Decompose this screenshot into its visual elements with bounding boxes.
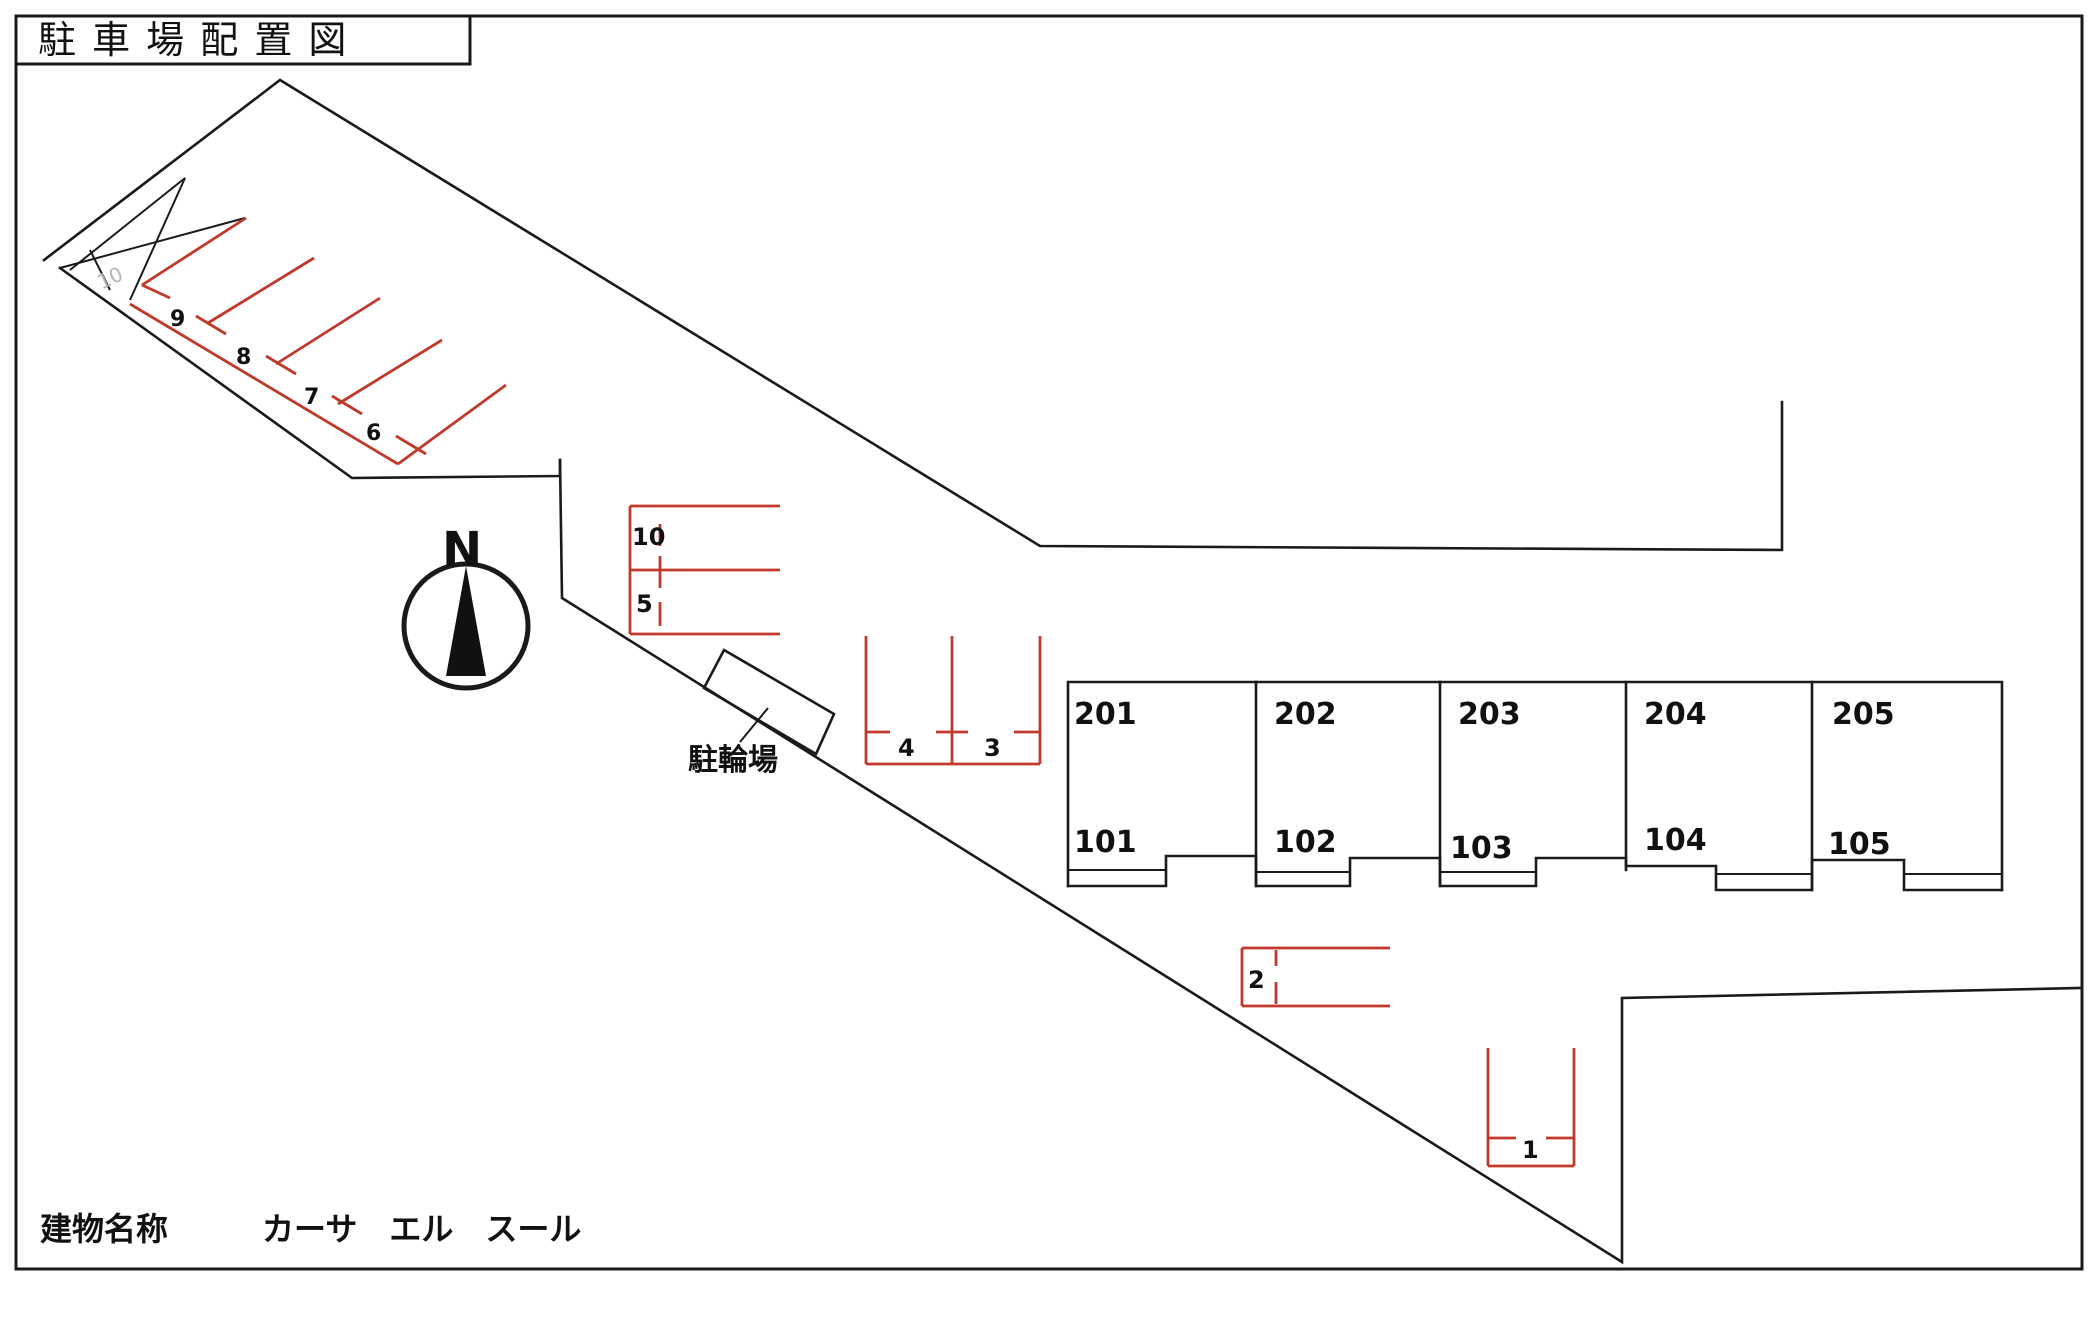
space-3-label: 3 [984, 734, 1001, 762]
space-2-label: 2 [1248, 966, 1265, 994]
corner-hatch-2 [59, 217, 246, 269]
bicycle-parking-leader [739, 707, 769, 743]
space-10-label: 10 [632, 523, 665, 551]
parking-group-west [129, 216, 507, 466]
lot-boundary-west-wing [58, 266, 562, 480]
space-4-label: 4 [898, 734, 915, 762]
building-name-value: カーサ エル スール [262, 1210, 581, 1248]
space-7-label: 7 [304, 385, 319, 410]
page-title: 駐 車 場 配 置 図 [38, 18, 348, 62]
space-9-label: 9 [170, 307, 185, 332]
corner-hatch-3 [89, 249, 111, 291]
bicycle-parking-label: 駐輪場 [688, 743, 778, 778]
north-compass: N [401, 522, 531, 691]
space-1-label: 1 [1522, 1136, 1539, 1164]
unit-105-label: 105 [1828, 827, 1891, 862]
lot-boundary-lower [558, 458, 2082, 1265]
unit-101-label: 101 [1074, 825, 1137, 860]
parking-group-1 [1486, 1048, 1576, 1168]
parking-group-2 [1240, 946, 1390, 1008]
outer-frame [14, 14, 2084, 1271]
space-8-label: 8 [236, 345, 251, 370]
title-box [14, 14, 472, 66]
unit-205-label: 205 [1832, 697, 1895, 732]
parking-group-10-5 [628, 504, 780, 636]
unit-202-label: 202 [1274, 697, 1337, 732]
lot-boundary-upper [42, 78, 1784, 552]
unit-204-label: 204 [1644, 697, 1707, 732]
bicycle-parking-shed [702, 648, 836, 756]
building-name-label: 建物名称 [40, 1210, 168, 1248]
unit-104-label: 104 [1644, 823, 1707, 858]
unit-103-label: 103 [1450, 831, 1513, 866]
space-6-label: 6 [366, 421, 381, 446]
unit-102-label: 102 [1274, 825, 1337, 860]
corner-hatch [69, 177, 186, 301]
parking-group-4-3 [864, 636, 1042, 766]
space-5-label: 5 [636, 590, 653, 618]
north-label: N [442, 522, 482, 578]
apartment-building [1066, 680, 2004, 892]
unit-203-label: 203 [1458, 697, 1521, 732]
unit-201-label: 201 [1074, 697, 1137, 732]
